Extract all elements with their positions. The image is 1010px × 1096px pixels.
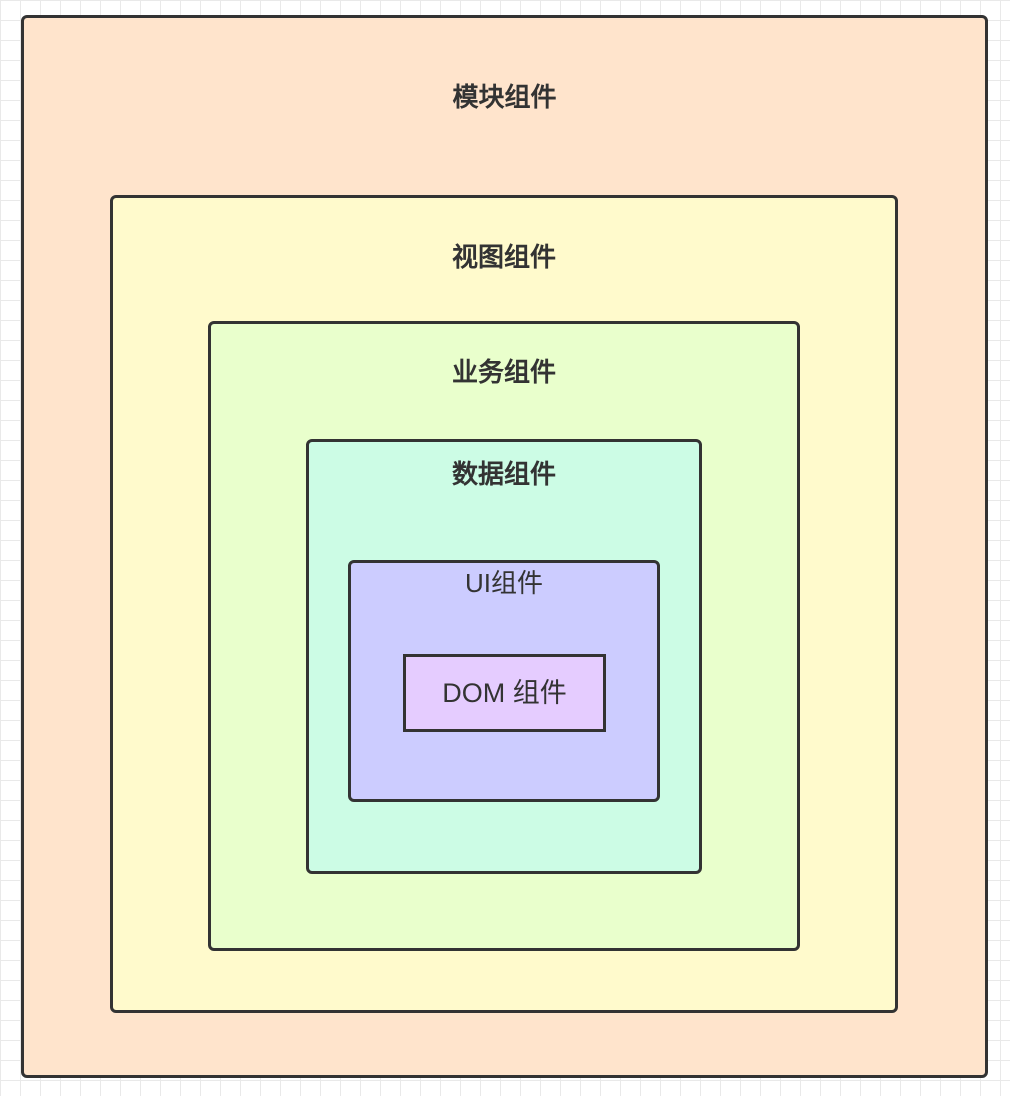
dom-component-box: DOM 组件 — [403, 654, 606, 732]
module-component-label: 模块组件 — [452, 82, 557, 112]
data-component-label: 数据组件 — [451, 459, 556, 489]
view-component-label: 视图组件 — [451, 242, 556, 272]
business-component-label: 业务组件 — [451, 357, 556, 387]
ui-component-label: UI组件 — [464, 568, 543, 598]
dom-component-label: DOM 组件 — [442, 678, 567, 708]
